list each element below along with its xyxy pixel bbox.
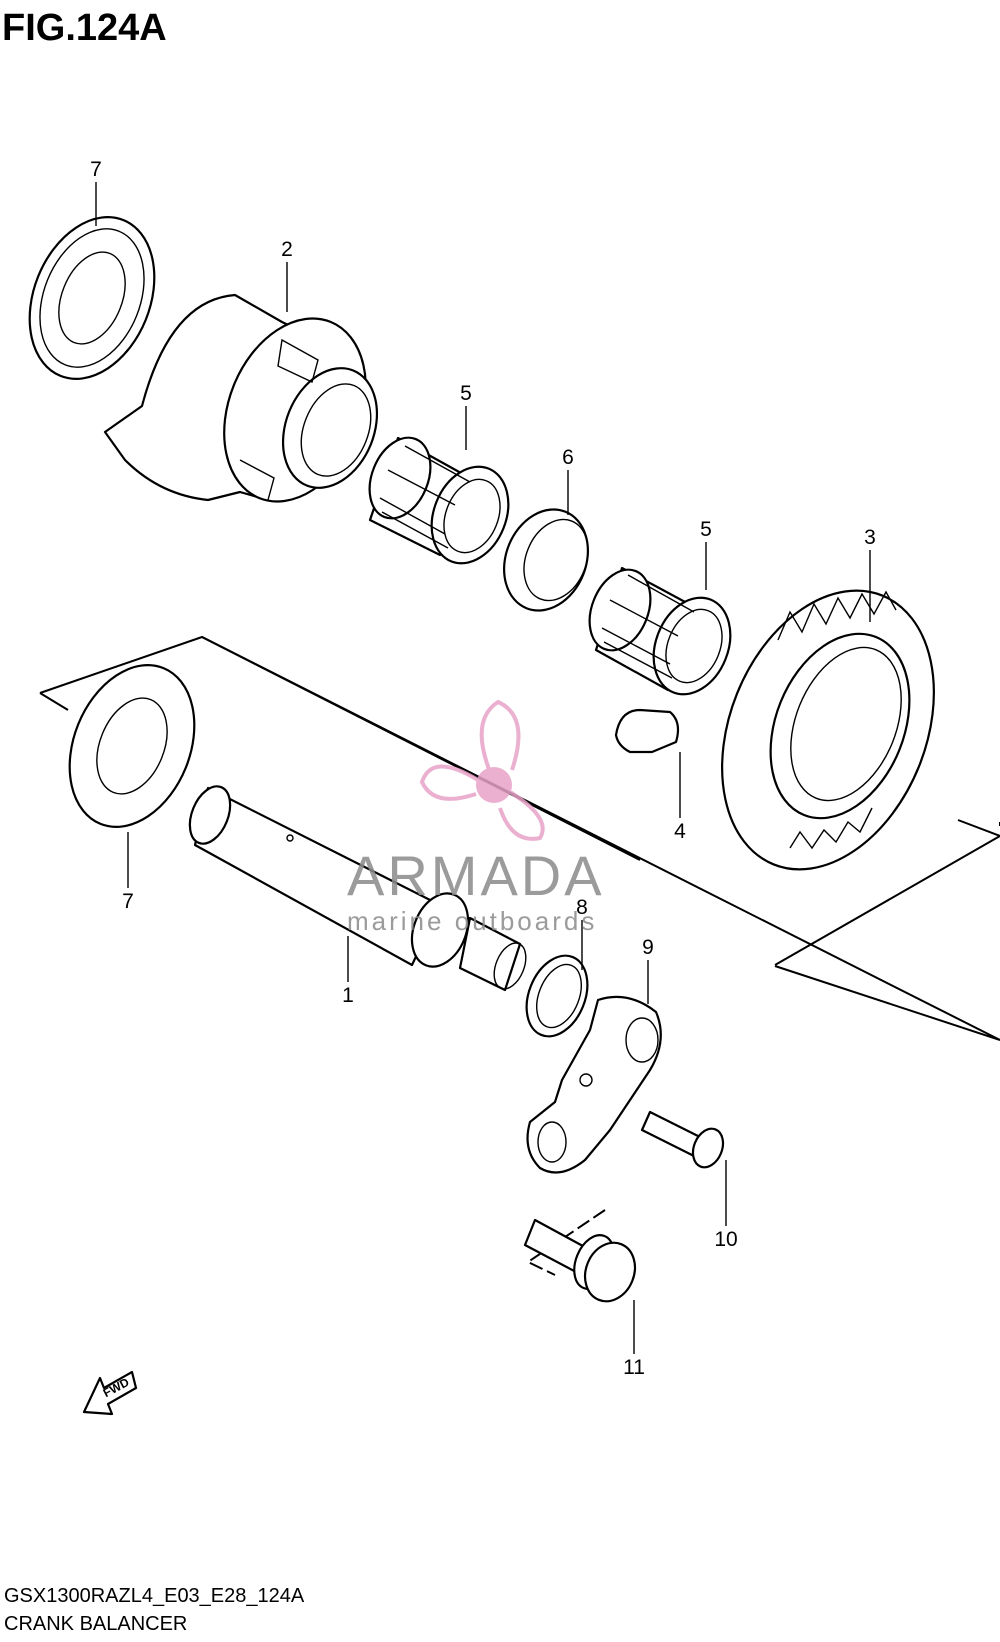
bolt-small [640, 1110, 725, 1169]
needle-bearing-2 [588, 566, 732, 696]
balancer-shaft [188, 785, 527, 992]
balancer-weight [103, 293, 379, 503]
callout-7-bottom: 7 [122, 890, 134, 913]
figure-title: FIG.124A [2, 7, 167, 49]
flange-bolt [523, 1218, 637, 1303]
armada-watermark: ARMADA marine outboards [347, 699, 605, 936]
callout-10: 10 [714, 1228, 737, 1251]
callout-9: 9 [642, 936, 654, 959]
watermark-brand: ARMADA [347, 844, 605, 907]
spacer-ring [503, 508, 589, 612]
callout-1: 1 [342, 984, 354, 1007]
adjuster-arm [526, 995, 662, 1174]
callout-11: 11 [623, 1356, 645, 1379]
assembly-outline-right [201, 636, 1000, 966]
bolt-guide-line [525, 1209, 606, 1276]
callout-2: 2 [281, 238, 293, 261]
woodruff-key [614, 708, 680, 754]
needle-bearing-1 [368, 436, 510, 565]
callout-5-second: 5 [700, 518, 712, 541]
callout-5-first: 5 [460, 382, 472, 405]
callout-7-top: 7 [90, 158, 102, 181]
washer [525, 954, 589, 1038]
forward-arrow-icon: FWD [82, 1370, 138, 1416]
balancer-gear [721, 589, 935, 871]
callout-6: 6 [562, 446, 574, 469]
assembly-outline [39, 635, 1000, 1041]
callout-3: 3 [864, 526, 876, 549]
watermark-tagline: marine outboards [347, 906, 597, 936]
propeller-logo-icon [419, 699, 545, 841]
oil-seal-top [28, 216, 156, 380]
model-code: GSX1300RAZL4_E03_E28_124A [4, 1585, 305, 1607]
oil-seal-bottom [68, 664, 196, 828]
callout-8: 8 [576, 896, 588, 919]
callout-4: 4 [674, 820, 686, 843]
leader-lines [95, 182, 871, 1354]
figure-name: CRANK BALANCER [4, 1613, 187, 1635]
